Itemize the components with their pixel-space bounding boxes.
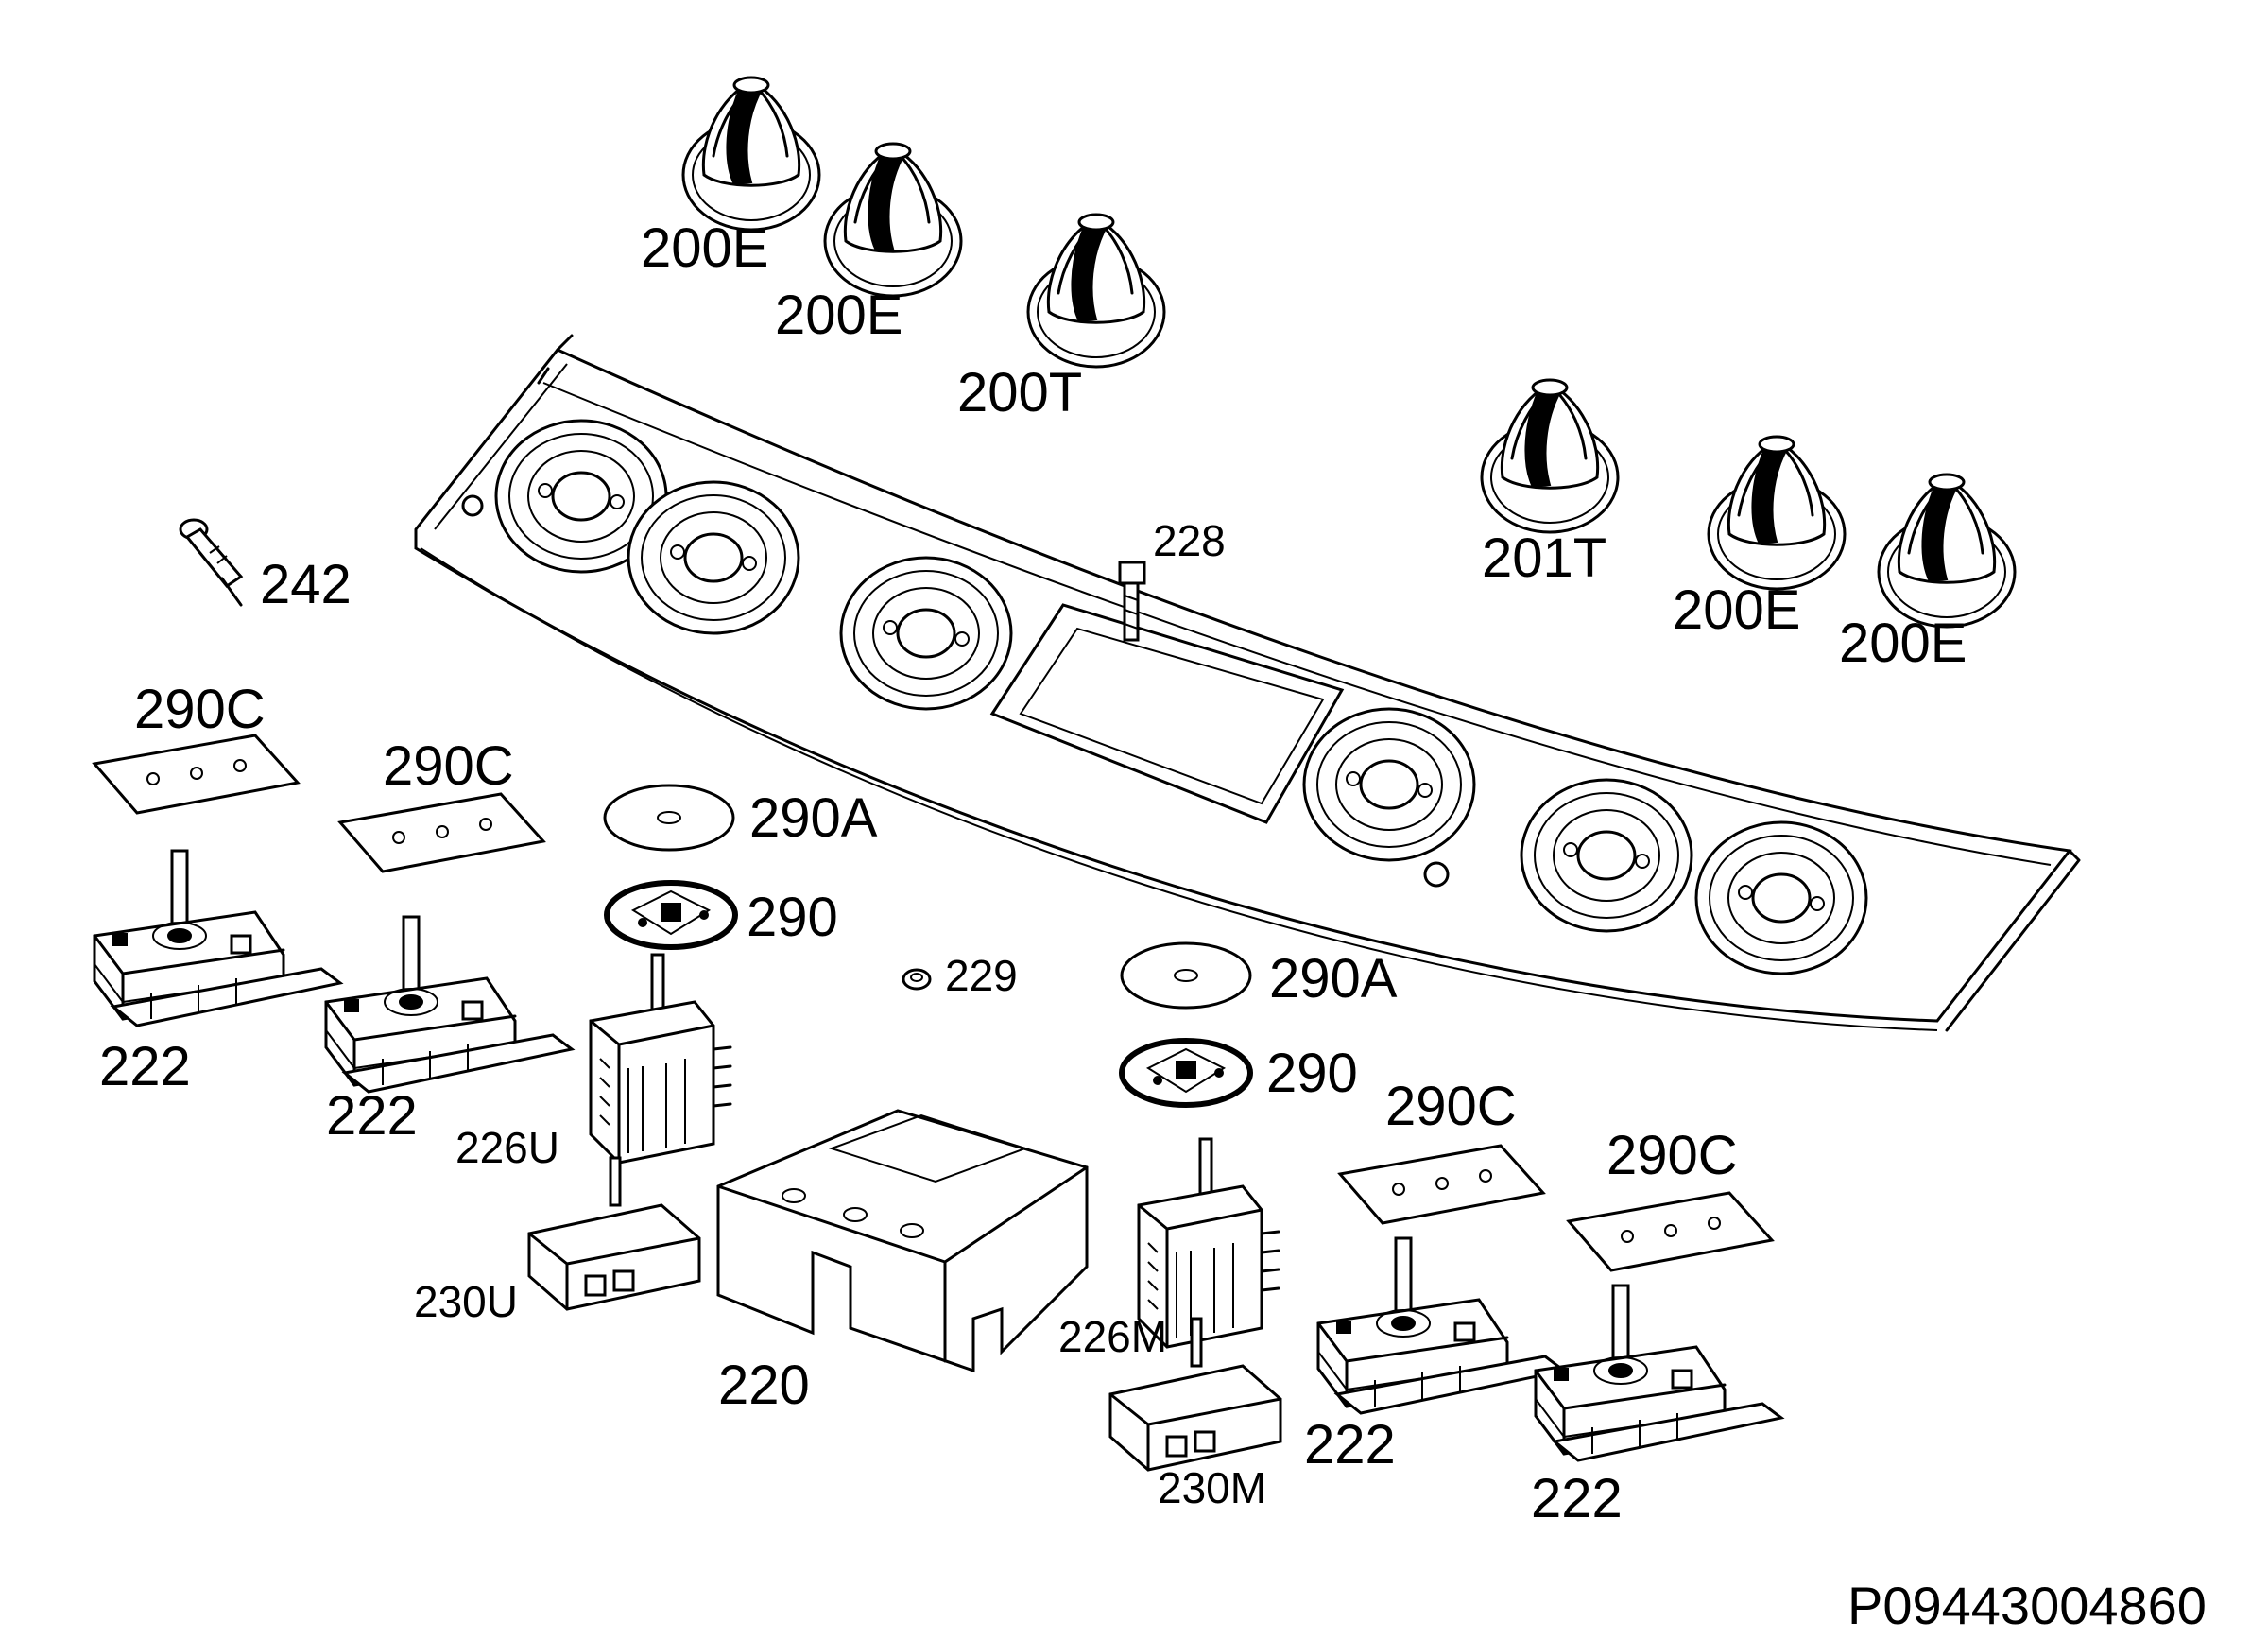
label-242: 242 (260, 554, 352, 615)
label-200e-d: 200E (1839, 613, 1967, 674)
label-200e-c: 200E (1673, 579, 1800, 641)
ring-290-a (607, 883, 735, 947)
label-226u: 226U (455, 1123, 559, 1172)
label-220: 220 (718, 1355, 810, 1416)
diagram-code: P09443004860 (1847, 1576, 2207, 1635)
knob-200e-c (1707, 435, 1847, 591)
switch-222-d (1534, 1284, 1783, 1462)
label-222-c: 222 (1304, 1414, 1396, 1476)
label-228: 228 (1153, 516, 1226, 565)
disc-290a-b (1120, 941, 1252, 1010)
plate-290c-d (1567, 1191, 1774, 1272)
label-290-a: 290 (747, 887, 838, 948)
selector-226u (589, 953, 732, 1165)
pin-242 (179, 518, 244, 607)
ring-290-b (1122, 1041, 1250, 1105)
label-222-b: 222 (326, 1085, 418, 1147)
nut-229 (902, 968, 932, 991)
label-230u: 230U (414, 1277, 518, 1326)
thermostat-230u (527, 1156, 701, 1311)
label-290c-b: 290C (383, 735, 514, 797)
label-290c-a: 290C (134, 679, 266, 740)
label-290a-b: 290A (1269, 948, 1398, 1010)
plate-290c-c (1338, 1144, 1545, 1225)
knob-200t (1026, 213, 1166, 369)
control-panel-fascia (414, 334, 2081, 1032)
plate-290c-b (338, 792, 545, 873)
label-229: 229 (945, 951, 1018, 1000)
knob-200e-b (823, 142, 963, 298)
switch-222-b (324, 915, 574, 1094)
label-290c-d: 290C (1606, 1125, 1738, 1186)
knob-201t (1480, 378, 1620, 534)
label-290a-a: 290A (749, 787, 878, 849)
timer-220 (716, 1109, 1089, 1373)
label-290c-c: 290C (1385, 1076, 1517, 1137)
label-201t: 201T (1482, 527, 1606, 589)
screw-228 (1118, 561, 1146, 642)
label-226m: 226M (1058, 1312, 1167, 1361)
label-200e-a: 200E (641, 217, 768, 279)
label-222-d: 222 (1531, 1468, 1623, 1529)
label-200t: 200T (957, 362, 1082, 423)
disc-290a-a (603, 784, 735, 852)
switch-222-a (93, 849, 342, 1027)
plate-290c-a (93, 734, 300, 815)
label-222-a: 222 (99, 1036, 191, 1097)
label-230m: 230M (1158, 1463, 1266, 1512)
knob-200e-d (1877, 473, 2017, 629)
switch-222-c (1316, 1236, 1566, 1415)
label-290-b: 290 (1266, 1043, 1358, 1104)
knob-200e-a (681, 76, 821, 232)
label-200e-b: 200E (775, 285, 902, 346)
